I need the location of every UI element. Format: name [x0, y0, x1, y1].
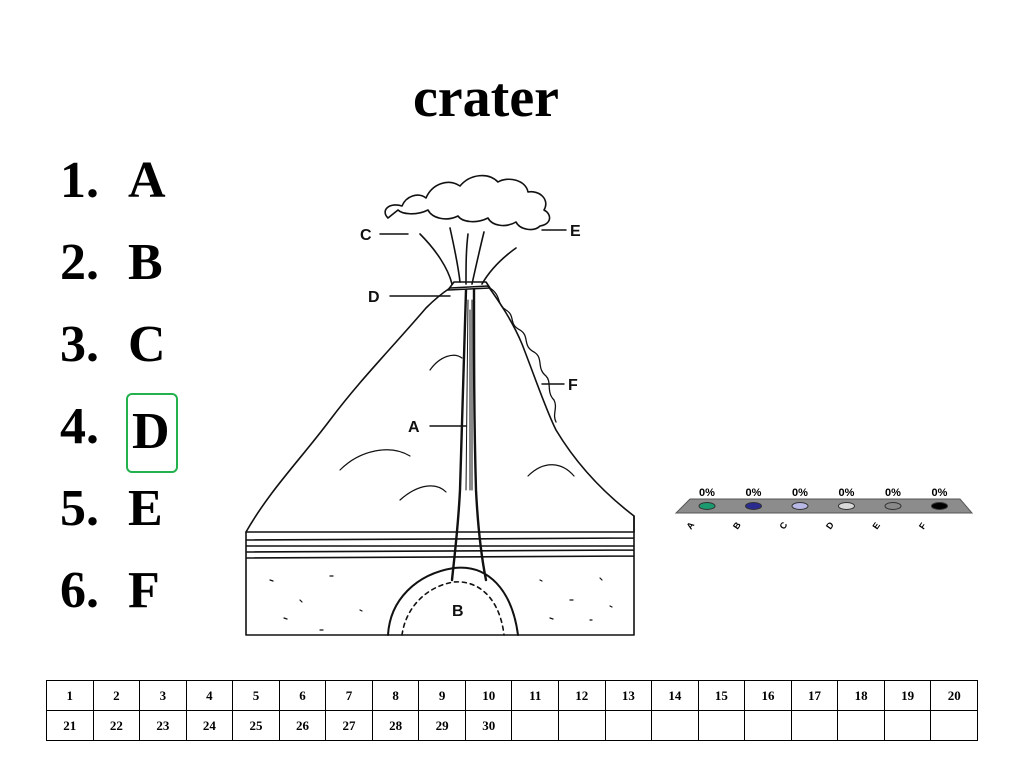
grid-cell: 17: [790, 680, 839, 711]
mountain-outline: [245, 285, 635, 533]
grid-cell: 24: [185, 710, 234, 741]
grid-cell: [697, 710, 746, 741]
answer-letter: E: [128, 480, 163, 537]
poll-label-a: A: [684, 520, 696, 531]
poll-indicator-e: [884, 502, 902, 510]
grid-cell: [604, 710, 653, 741]
answer-number: 3.: [60, 316, 99, 373]
vent-fill: [465, 299, 473, 491]
poll-percent-e: 0%: [885, 487, 901, 499]
poll-percent-a: 0%: [699, 487, 715, 499]
grid-cell: [790, 710, 839, 741]
poll-label-d: D: [824, 520, 836, 531]
diagram-label-a: A: [408, 419, 420, 436]
grid-cell: 18: [837, 680, 885, 711]
poll-label-f: F: [917, 520, 929, 531]
poll-label-e: E: [870, 520, 882, 531]
grid-cell: 3: [139, 680, 187, 711]
grid-cell: 13: [604, 680, 653, 711]
grid-cell: 25: [232, 710, 280, 741]
grid-cell: 30: [464, 710, 513, 741]
crater-rim: [447, 281, 491, 291]
grid-cell: 19: [883, 680, 932, 711]
lava-flow: [489, 287, 557, 423]
grid-cell: 2: [92, 680, 141, 711]
grid-cell: [744, 710, 792, 741]
diagram-label-c: C: [360, 227, 372, 244]
main-vent: [450, 288, 488, 582]
grid-cell: 14: [651, 680, 699, 711]
grid-cell: 9: [418, 680, 466, 711]
slope-contours: [339, 354, 575, 501]
diagram-label-f: F: [568, 377, 578, 394]
grid-cell: 6: [278, 680, 327, 711]
poll-label-b: B: [731, 520, 743, 531]
ash-cloud: [384, 174, 551, 231]
rock-speckles: [269, 575, 613, 631]
grid-cell: 12: [558, 680, 606, 711]
answer-letter: C: [128, 316, 166, 373]
grid-cell: 1: [46, 680, 94, 711]
slide-title: crater: [412, 67, 560, 129]
answer-number: 4.: [60, 398, 99, 455]
poll-indicator-b: [745, 502, 762, 510]
grid-cell: 29: [418, 710, 466, 741]
poll-indicator-a: [698, 502, 716, 510]
answer-letter-highlighted: D: [126, 393, 178, 473]
magma-chamber-inner: [401, 581, 505, 636]
grid-cell: 20: [930, 680, 978, 711]
poll-percent-b: 0%: [746, 487, 762, 499]
grid-cell: [837, 710, 885, 741]
grid-cell: 8: [371, 680, 420, 711]
grid-cell: 4: [185, 680, 234, 711]
grid-cell: 21: [46, 710, 94, 741]
grid-cell: [558, 710, 606, 741]
grid-cell: 7: [325, 680, 373, 711]
answer-number: 2.: [60, 234, 99, 291]
answer-number: 6.: [60, 562, 99, 619]
eruption-column: [419, 227, 517, 285]
grid-cell: 11: [511, 680, 560, 711]
poll-indicator-d: [838, 502, 855, 510]
answer-letter: B: [128, 234, 163, 291]
magma-chamber: [387, 566, 519, 636]
answer-letter: F: [128, 562, 160, 619]
grid-cell: [651, 710, 699, 741]
diagram-label-b: B: [452, 603, 464, 620]
grid-cell: 28: [371, 710, 420, 741]
grid-cell: [883, 710, 932, 741]
poll-indicator-c: [791, 502, 809, 510]
grid-cell: 22: [92, 710, 141, 741]
poll-base-plate: [674, 498, 974, 514]
grid-cell: 26: [278, 710, 327, 741]
poll-percent-d: 0%: [839, 487, 855, 499]
label-leaders: [379, 229, 567, 427]
response-poll-widget: 0% A 0% B 0% C 0% D 0% E 0% F: [674, 487, 974, 531]
diagram-label-d: D: [368, 289, 380, 306]
grid-cell: [511, 710, 560, 741]
answer-number: 1.: [60, 152, 99, 209]
poll-label-c: C: [777, 520, 789, 531]
volcano-diagram: C E D A F B: [245, 174, 635, 636]
poll-indicator-f: [931, 502, 948, 510]
grid-cell: [930, 710, 978, 741]
grid-cell: 27: [325, 710, 373, 741]
answer-number: 5.: [60, 480, 99, 537]
answer-letter: A: [128, 152, 166, 209]
grid-cell: 16: [744, 680, 792, 711]
grid-cell: 5: [232, 680, 280, 711]
grid-cell: 10: [464, 680, 513, 711]
ground-strata: [245, 515, 635, 636]
poll-percent-c: 0%: [792, 487, 808, 499]
grid-cell: 15: [697, 680, 746, 711]
poll-percent-f: 0%: [932, 487, 948, 499]
grid-cell: 23: [139, 710, 187, 741]
diagram-label-e: E: [570, 223, 581, 240]
